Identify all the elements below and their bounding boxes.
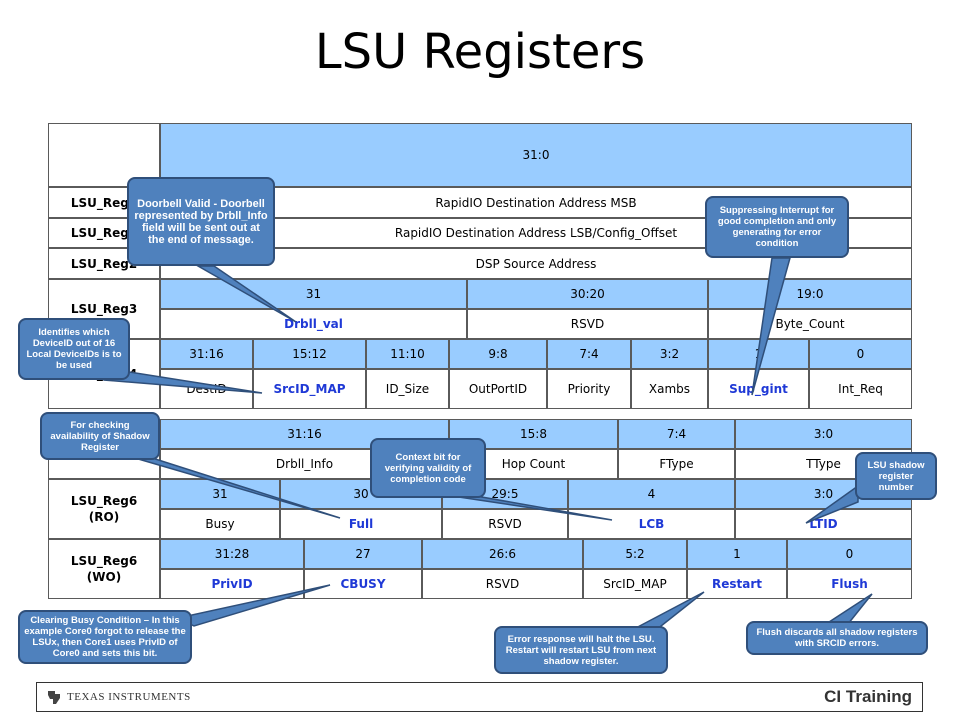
reg6wo-label-row: LSU_Reg6 (WO) — [48, 539, 912, 599]
reg6wo-bits-cell: 31:28 — [160, 539, 304, 569]
callout-checking: For checking availability of Shadow Regi… — [40, 412, 160, 460]
reg4-field-id-size: ID_Size — [366, 369, 449, 409]
reg3-field-drbll-val: Drbll_val — [160, 309, 467, 339]
doorbell-pointer — [195, 265, 297, 323]
reg4-bits-cell: 15:12 — [253, 339, 366, 369]
reg6wo-label: LSU_Reg6 — [70, 554, 138, 568]
reg4-bits-cell: 9:8 — [449, 339, 547, 369]
reg6wo-fields-row: PrivID CBUSY RSVD SrcID_MAP Restart Flus… — [48, 569, 912, 599]
reg6wo-field-restart: Restart — [687, 569, 787, 599]
reg6wo-field-rsvd: RSVD — [422, 569, 583, 599]
ti-logo-text: TEXAS INSTRUMENTS — [67, 691, 191, 703]
reg5-field-ftype: FType — [618, 449, 735, 479]
reg3-bits-cell: 30:20 — [467, 279, 708, 309]
reg6wo-mode: (WO) — [86, 570, 122, 584]
suppress-pointer — [751, 257, 791, 396]
reg4-bits-cell: 7:4 — [547, 339, 631, 369]
reg6ro-mode: (RO) — [88, 510, 120, 524]
reg6wo-label-cell: LSU_Reg6 (WO) — [48, 539, 160, 599]
header-row: 31:0 — [48, 123, 912, 187]
reg6ro-field-rsvd: RSVD — [442, 509, 568, 539]
reg6wo-field-srcid-map: SrcID_MAP — [583, 569, 687, 599]
reg5-bits-cell: 3:0 — [735, 419, 912, 449]
error-pointer — [631, 591, 705, 631]
reg4-field-xambs: Xambs — [631, 369, 708, 409]
reg6ro-field-busy: Busy — [160, 509, 280, 539]
header-bits: 31:0 — [160, 123, 912, 187]
reg6wo-bits-cell: 5:2 — [583, 539, 687, 569]
reg3-bits-cell: 31 — [160, 279, 467, 309]
context-pointer — [451, 495, 613, 521]
corner-cell — [48, 123, 160, 187]
footer-bar: TEXAS INSTRUMENTS CI Training — [36, 682, 923, 712]
ci-training-logo: CI Training — [824, 687, 912, 706]
reg4-bits-cell: 3:2 — [631, 339, 708, 369]
reg6wo-field-privid: PrivID — [160, 569, 304, 599]
reg6ro-field-full: Full — [280, 509, 442, 539]
reg6ro-fields-row: Busy Full RSVD LCB LTID — [48, 509, 912, 539]
flush-pointer — [823, 593, 873, 625]
ti-logo-icon — [48, 691, 60, 704]
page-title: LSU Registers — [314, 24, 646, 80]
reg6wo-field-flush: Flush — [787, 569, 912, 599]
reg6ro-label-cell: LSU_Reg6 (RO) — [48, 479, 160, 539]
reg4-field-srcid-map: SrcID_MAP — [253, 369, 366, 409]
reg3-fields-row: Drbll_val RSVD Byte_Count — [48, 309, 912, 339]
callout-identifies: Identifies which DeviceID out of 16 Loca… — [18, 318, 130, 380]
reg6wo-bits-cell: 26:6 — [422, 539, 583, 569]
ti-logo: TEXAS INSTRUMENTS — [47, 689, 191, 705]
reg4-field-outportid: OutPortID — [449, 369, 547, 409]
callout-clearing: Clearing Busy Condition – In this exampl… — [18, 610, 192, 664]
reg4-bits-cell: 31:16 — [160, 339, 253, 369]
callout-error: Error response will halt the LSU. Restar… — [494, 626, 668, 674]
reg6ro-bits-cell: 4 — [568, 479, 735, 509]
reg6wo-bits-row: 31:28 27 26:6 5:2 1 0 — [48, 539, 912, 569]
callout-context: Context bit for verifying validity of co… — [370, 438, 486, 498]
reg3-field-rsvd: RSVD — [467, 309, 708, 339]
reg6ro-label-row: LSU_Reg6 (RO) — [48, 479, 912, 539]
reg4-bits-cell: 11:10 — [366, 339, 449, 369]
reg4-field-sup-gint: Sup_gint — [708, 369, 809, 409]
callout-doorbell: Doorbell Valid - Doorbell represented by… — [127, 177, 275, 266]
reg4-fields-row: DestID SrcID_MAP ID_Size OutPortID Prior… — [48, 369, 912, 409]
reg5-bits-cell: 7:4 — [618, 419, 735, 449]
callout-flush: Flush discards all shadow registers with… — [746, 621, 928, 655]
reg6wo-bits-cell: 1 — [687, 539, 787, 569]
reg6ro-field-lcb: LCB — [568, 509, 735, 539]
reg3-bits-cell: 19:0 — [708, 279, 912, 309]
reg4-bits-cell: 0 — [809, 339, 912, 369]
reg6wo-field-cbusy: CBUSY — [304, 569, 422, 599]
reg6wo-bits-cell: 0 — [787, 539, 912, 569]
callout-shadow: LSU shadow register number — [855, 452, 937, 500]
reg4-field-priority: Priority — [547, 369, 631, 409]
reg3-field-byte-count: Byte_Count — [708, 309, 912, 339]
clearing-pointer — [175, 584, 331, 627]
reg4-field-int-req: Int_Req — [809, 369, 912, 409]
reg3-bits-row: 31 30:20 19:0 — [48, 279, 912, 309]
reg6ro-label: LSU_Reg6 — [70, 494, 138, 508]
checking-pointer — [127, 455, 341, 519]
callout-suppress: Suppressing Interrupt for good completio… — [705, 196, 849, 258]
reg6wo-bits-cell: 27 — [304, 539, 422, 569]
shadow-pointer — [805, 484, 859, 524]
